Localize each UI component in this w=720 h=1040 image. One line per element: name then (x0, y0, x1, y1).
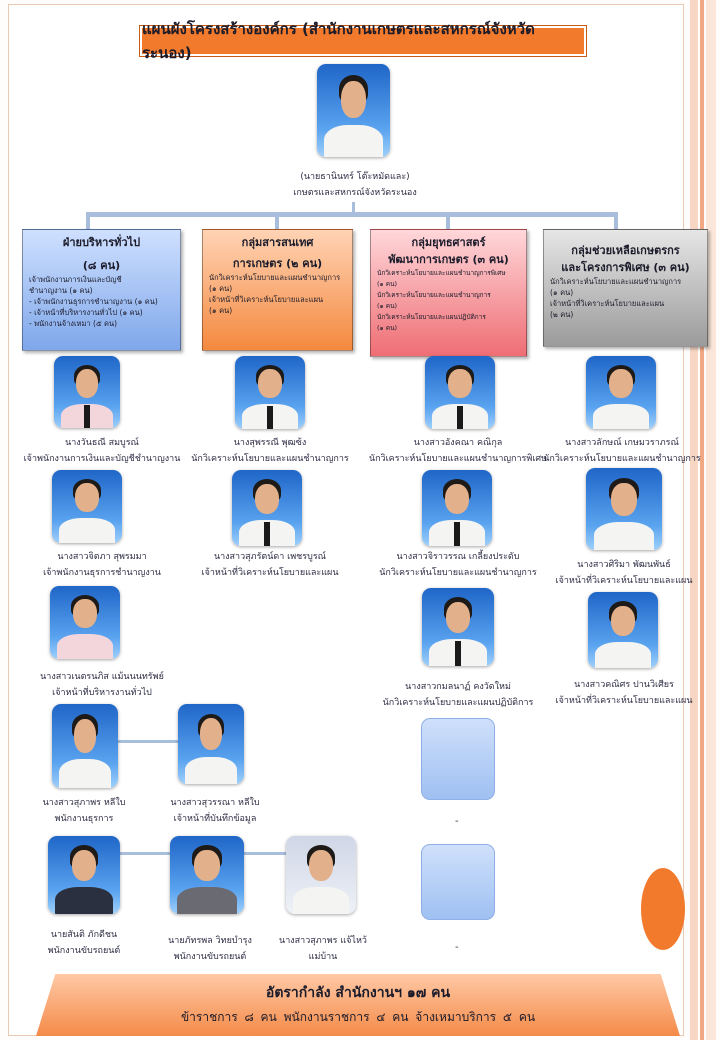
staff-photo (286, 836, 356, 914)
staff-name: นางสาวคณิศร ปานวิเศียร (574, 680, 674, 690)
staff-photo (178, 704, 244, 784)
staff-photo (50, 586, 120, 659)
staff-name: นายภัทรพล วิทยบำรุง (168, 936, 252, 946)
staff-position: เจ้าหน้าที่วิเคราะห์นโยบายและแผน (201, 568, 339, 578)
head-position: เกษตรและสหกรณ์จังหวัดระนอง (293, 188, 417, 198)
staff-photo (588, 592, 658, 668)
vacant-mark: - (455, 816, 459, 827)
chart-title: แผนผังโครงสร้างองค์กร (สำนักงานเกษตรและส… (140, 20, 586, 62)
group-title: กลุ่มช่วยเหลือเกษตรกร (571, 244, 680, 257)
connector-line (86, 212, 618, 217)
staff-position: เจ้าหน้าที่วิเคราะห์นโยบายและแผน (555, 696, 693, 706)
connector-line (120, 852, 170, 855)
group-box-agri-info: กลุ่มสารสนเทศ การเกษตร (๒ คน) นักวิเคราะ… (202, 229, 353, 351)
decor-oval (641, 868, 685, 950)
staff-name: นางสุพรรณี พุฒซ้ง (233, 438, 307, 448)
staff-photo (586, 468, 662, 550)
head-name: (นายธานินทร์ โต๊ะหมัดและ) (300, 172, 410, 182)
staffing-summary: อัตรากำลัง สำนักงานฯ ๑๗ คน ข้าราชการ ๘ ค… (36, 974, 680, 1036)
staff-name: นางสาวเนตรนภิส แม้นนนทรัพย์ (40, 672, 164, 682)
decor-stripe (706, 0, 716, 1040)
staff-name: นางสาวสุวรรณา หลีใบ (170, 798, 260, 808)
group-box-strategy: กลุ่มยุทธศาสตร์ พัฒนาการเกษตร (๓ คน) นัก… (370, 229, 527, 357)
staff-position: เจ้าหน้าที่วิเคราะห์นโยบายและแผน (555, 576, 693, 586)
connector-line (275, 212, 279, 230)
vacant-position-slot (421, 718, 495, 800)
summary-breakdown: ข้าราชการ ๘ คน พนักงานราชการ ๔ คน จ้างเห… (180, 1010, 536, 1024)
staff-photo (586, 356, 656, 429)
staff-name: นางวันธณี สมบูรณ์ (65, 438, 139, 448)
staff-photo (54, 356, 120, 428)
summary-total: อัตรากำลัง สำนักงานฯ ๑๗ คน (265, 985, 451, 1001)
group-count: การเกษตร (๒ คน) (232, 257, 323, 270)
staff-position: เจ้าหน้าที่บันทึกข้อมูล (173, 814, 257, 824)
staff-photo (232, 470, 302, 546)
connector-line (244, 852, 286, 855)
staff-photo (170, 836, 244, 914)
staff-photo (52, 470, 122, 543)
staff-name: นางสาวจิราวรรณ เกลี้ยงประดับ (396, 552, 520, 562)
staff-name: นางสาวกมลนาฏ์ คงวัดใหม่ (405, 682, 511, 692)
vacant-mark: - (455, 942, 459, 953)
group-title: กลุ่มยุทธศาสตร์ (411, 236, 486, 249)
group-count: พัฒนาการเกษตร (๓ คน) (388, 253, 509, 266)
staff-position: นักวิเคราะห์นโยบายและแผนชำนาญการ (543, 454, 701, 464)
connector-line (446, 212, 450, 230)
staff-photo (422, 470, 492, 546)
staff-position: พนักงานขับรถยนต์ (47, 946, 121, 956)
staff-name: นางสาวสุภาพร แจ้ไหว้ (279, 936, 367, 946)
staff-position: แม่บ้าน (308, 952, 338, 962)
decor-stripe (700, 0, 704, 1040)
staff-name: นางสาวสุภาพร หลีใบ (42, 798, 126, 808)
staff-name: นางสาวสุภรัตน์ดา เพชรบูรณ์ (213, 552, 327, 562)
staff-name: นางสาวจิตภา สุพรมมา (57, 552, 147, 562)
group-title: ฝ่ายบริหารทั่วไป (62, 236, 141, 249)
staff-position: เจ้าหน้าที่บริหารงานทั่วไป (52, 688, 152, 698)
group-count: (๘ คน) (82, 259, 121, 272)
connector-line (118, 740, 178, 743)
group-title: กลุ่มสารสนเทศ (241, 236, 314, 249)
staff-position: นักวิเคราะห์นโยบายและแผนชำนาญการ (191, 454, 349, 464)
staff-position: พนักงานขับรถยนต์ (173, 952, 247, 962)
head-photo (317, 64, 390, 157)
staff-position: เจ้าพนักงานการเงินและบัญชีชำนาญงาน (23, 454, 181, 464)
staff-photo (48, 836, 120, 914)
staff-photo (425, 356, 495, 429)
staff-position: นักวิเคราะห์นโยบายและแผนปฏิบัติการ (382, 698, 534, 708)
staff-name: นางสาวอังคณา คณิกุล (413, 438, 503, 448)
group-box-farmer-aid: กลุ่มช่วยเหลือเกษตรกร และโครงการพิเศษ (๓… (543, 229, 708, 347)
staff-position: นักวิเคราะห์นโยบายและแผนชำนาญการ (379, 568, 537, 578)
staff-position: พนักงานธุรการ (54, 814, 114, 824)
staff-photo (52, 704, 118, 788)
staff-name: นายสันติ ภักดีชน (50, 930, 118, 940)
connector-line (614, 212, 618, 230)
staff-photo (235, 356, 305, 429)
staff-position: นักวิเคราะห์นโยบายและแผนชำนาญการพิเศษ (368, 454, 548, 464)
staff-photo (422, 588, 494, 666)
staff-position: เจ้าพนักงานธุรการชำนาญงาน (43, 568, 161, 578)
decor-stripe (690, 0, 698, 1040)
connector-line (352, 202, 355, 216)
group-count: และโครงการพิเศษ (๓ คน) (561, 261, 690, 274)
vacant-position-slot (421, 844, 495, 920)
connector-line (86, 212, 90, 230)
staff-name: นางสาวลักษณ์ เกษมวราภรณ์ (565, 438, 679, 448)
staff-name: นางสาวศิริมา พัฒนพันธ์ (577, 560, 671, 570)
group-box-general-admin: ฝ่ายบริหารทั่วไป (๘ คน) เจ้าพนักงานการเง… (22, 229, 181, 351)
